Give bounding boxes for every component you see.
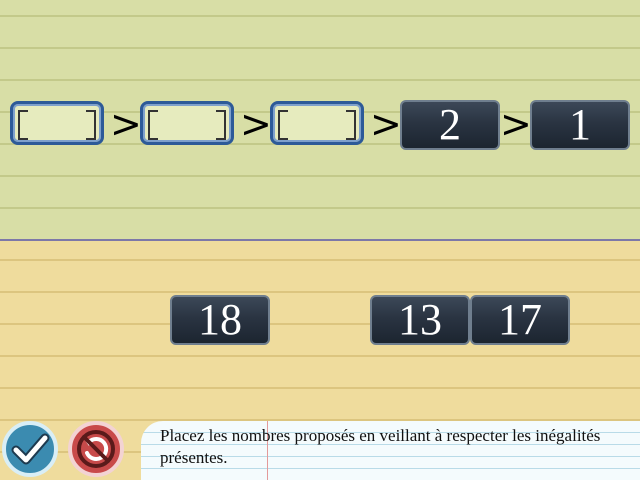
- restart-icon: [77, 430, 115, 468]
- validate-button[interactable]: [2, 421, 58, 477]
- area-divider: [0, 239, 640, 241]
- fixed-number-tile: 2: [400, 100, 500, 150]
- greater-than-sign: >: [110, 102, 142, 146]
- check-icon: [11, 433, 50, 465]
- notebook-margin-line: [267, 421, 268, 480]
- answer-slot-3[interactable]: [270, 101, 364, 145]
- reset-button[interactable]: [68, 421, 124, 477]
- greater-than-sign: >: [240, 102, 272, 146]
- greater-than-sign: >: [370, 102, 402, 146]
- instructions-text: Placez les nombres proposés en veillant …: [160, 426, 601, 467]
- answer-slot-1[interactable]: [10, 101, 104, 145]
- greater-than-sign: >: [500, 102, 532, 146]
- fixed-number-tile: 1: [530, 100, 630, 150]
- number-choice-tile[interactable]: 17: [470, 295, 570, 345]
- instructions-panel: Placez les nombres proposés en veillant …: [141, 421, 640, 480]
- number-choice-tile[interactable]: 13: [370, 295, 470, 345]
- number-choice-tile[interactable]: 18: [170, 295, 270, 345]
- answer-slot-2[interactable]: [140, 101, 234, 145]
